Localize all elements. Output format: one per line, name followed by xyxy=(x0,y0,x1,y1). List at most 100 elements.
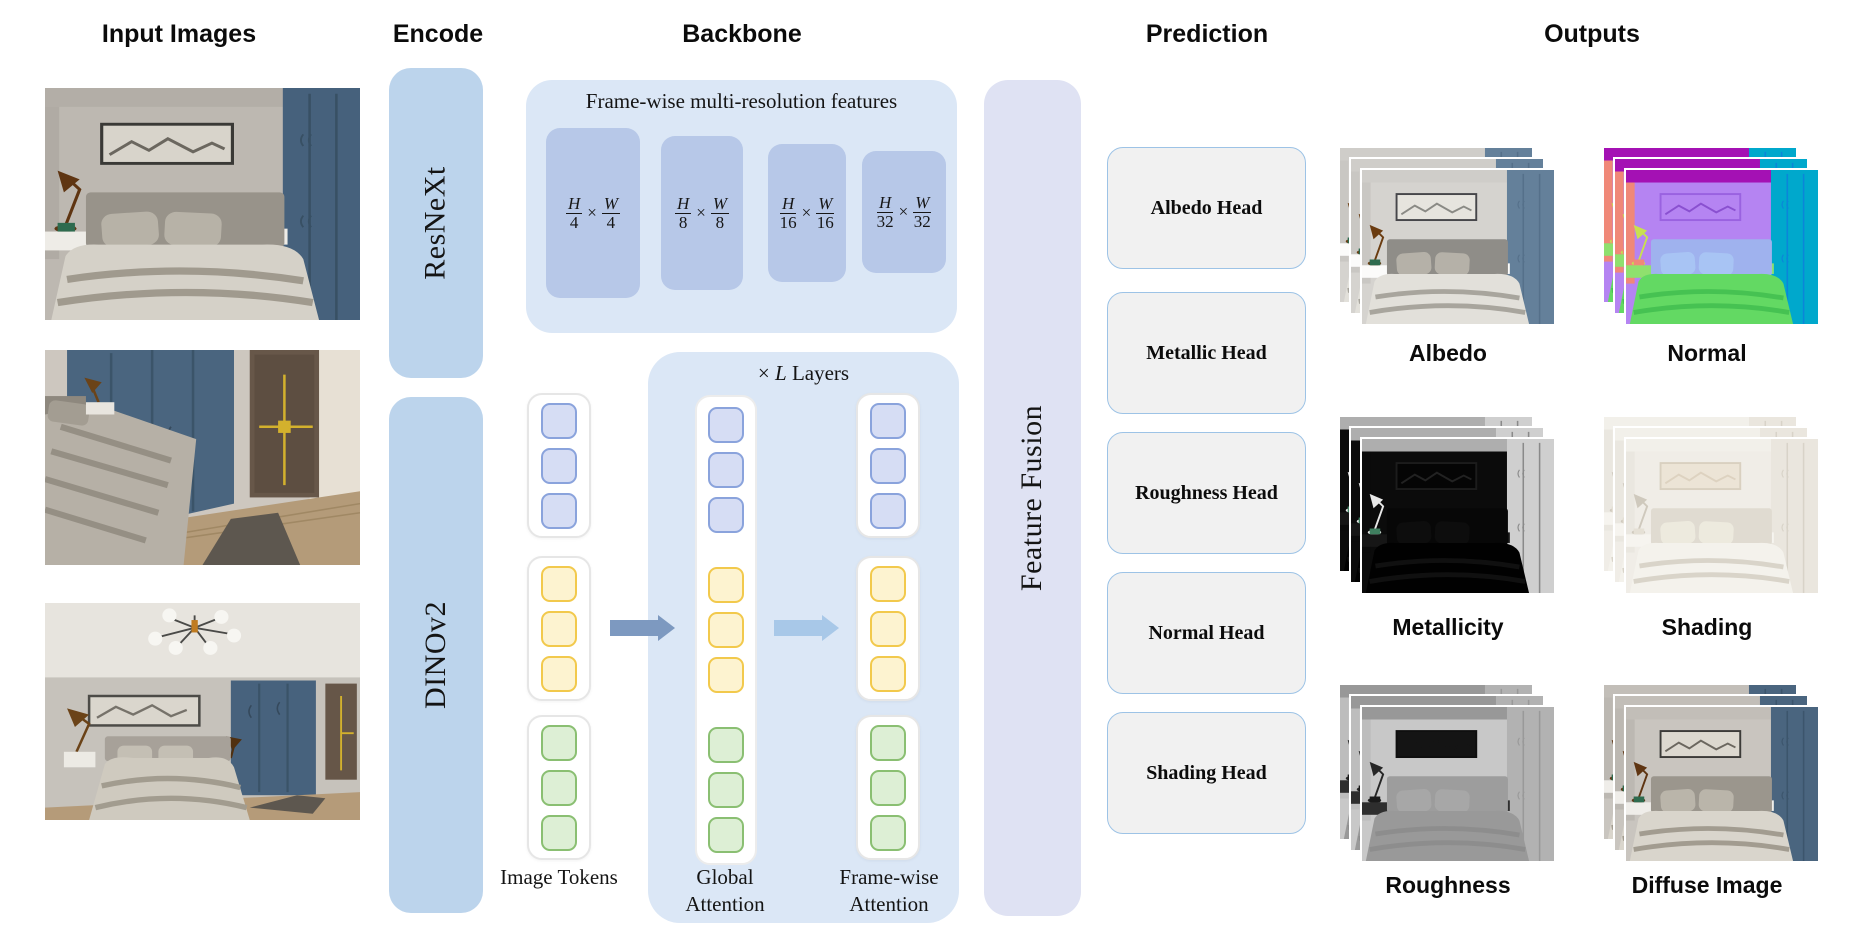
resnext-label: ResNeXt xyxy=(419,166,453,280)
token-yellow xyxy=(870,610,906,647)
token-yellow xyxy=(541,610,577,647)
stack-layer xyxy=(1624,705,1820,863)
input-image-1 xyxy=(45,88,360,320)
output-stack-roughness xyxy=(1338,683,1558,865)
image-tokens-label: Image Tokens xyxy=(500,865,618,889)
res3-times: × xyxy=(801,203,812,222)
resnext-block: ResNeXt xyxy=(389,68,483,378)
image-tokens-group-blue xyxy=(527,393,591,538)
token-green xyxy=(870,769,906,806)
shading-label: Shading xyxy=(1661,614,1753,640)
res2-hdiv: 8 xyxy=(678,212,688,232)
normal-label: Normal xyxy=(1667,340,1747,366)
stack-layer xyxy=(1624,437,1820,595)
albedo-head-box: Albedo Head xyxy=(1107,147,1306,269)
res4-wdiv: 32 xyxy=(913,211,931,231)
framewise-group-green xyxy=(856,715,920,860)
token-yellow xyxy=(708,567,744,603)
token-blue xyxy=(708,407,744,443)
res2-h: H xyxy=(674,193,692,214)
token-green xyxy=(708,772,744,808)
token-blue xyxy=(541,492,577,529)
framewise-group-yellow xyxy=(856,556,920,701)
token-blue xyxy=(541,447,577,484)
res1-h: H xyxy=(565,193,583,214)
res4-h: H xyxy=(876,192,894,213)
token-green xyxy=(870,724,906,761)
token-green xyxy=(708,817,744,853)
image-tokens-group-green xyxy=(527,715,591,860)
output-stack-metallicity xyxy=(1338,415,1558,597)
token-blue xyxy=(708,452,744,488)
metallic-head-box: Metallic Head xyxy=(1107,292,1306,414)
res1-wdiv: 4 xyxy=(606,212,616,232)
backbone-title: Backbone xyxy=(682,20,802,48)
res4-w: W xyxy=(913,192,932,213)
albedo-label: Albedo xyxy=(1409,340,1487,366)
stack-layer xyxy=(1360,168,1556,326)
output-stack-albedo xyxy=(1338,146,1558,328)
output-stack-normal xyxy=(1602,146,1822,328)
res3-hdiv: 16 xyxy=(779,212,797,232)
token-green xyxy=(708,727,744,763)
feature-fusion-bar: Feature Fusion xyxy=(984,80,1081,916)
roughness-label: Roughness xyxy=(1385,872,1511,898)
layers-variable: L xyxy=(775,361,787,385)
token-blue xyxy=(870,492,906,529)
token-yellow xyxy=(870,565,906,602)
token-yellow xyxy=(708,612,744,648)
input-image-3 xyxy=(45,603,360,820)
prediction-title: Prediction xyxy=(1145,20,1269,48)
res2-w: W xyxy=(710,193,730,214)
metallicity-label: Metallicity xyxy=(1392,614,1504,640)
stack-layer xyxy=(1360,437,1556,595)
res2-times: × xyxy=(696,203,706,222)
outputs-title: Outputs xyxy=(1544,20,1640,48)
global-attention-label: Global Attention xyxy=(685,865,765,917)
token-green xyxy=(870,814,906,851)
token-blue xyxy=(541,402,577,439)
token-green xyxy=(541,724,577,761)
token-green xyxy=(541,769,577,806)
encode-title: Encode xyxy=(392,20,484,48)
normal-head-box: Normal Head xyxy=(1107,572,1306,694)
res2-wdiv: 8 xyxy=(715,212,725,232)
stack-layer xyxy=(1624,168,1820,326)
dinov2-block: DINOv2 xyxy=(389,397,483,913)
dinov2-label: DINOv2 xyxy=(419,601,452,709)
multires-features-title: Frame-wise multi-resolution features xyxy=(585,89,898,113)
input-images-title: Input Images xyxy=(101,20,257,48)
output-stack-diffuse xyxy=(1602,683,1822,865)
framewise-attention-label: Frame-wise Attention xyxy=(839,865,939,917)
token-blue xyxy=(870,402,906,439)
res4-times: × xyxy=(898,202,909,221)
framewise-group-blue xyxy=(856,393,920,538)
global-attention-column xyxy=(695,395,757,865)
res1-hdiv: 4 xyxy=(569,212,579,232)
res3-w: W xyxy=(816,193,835,214)
res3-wdiv: 16 xyxy=(816,212,834,232)
roughness-head-box: Roughness Head xyxy=(1107,432,1306,554)
token-blue xyxy=(870,447,906,484)
layers-times: × xyxy=(757,361,770,385)
input-image-2 xyxy=(45,350,360,565)
token-blue xyxy=(708,497,744,533)
token-yellow xyxy=(541,565,577,602)
stack-layer xyxy=(1360,705,1556,863)
layers-suffix: Layers xyxy=(791,361,850,385)
res4-hdiv: 32 xyxy=(876,211,894,231)
layers-panel-title: × L Layers xyxy=(648,361,959,386)
output-stack-shading xyxy=(1602,415,1822,597)
feature-fusion-label: Feature Fusion xyxy=(1015,404,1049,592)
diffuse-image-label: Diffuse Image xyxy=(1631,872,1783,898)
image-tokens-group-yellow xyxy=(527,556,591,701)
shading-head-box: Shading Head xyxy=(1107,712,1306,834)
token-yellow xyxy=(870,655,906,692)
token-green xyxy=(541,814,577,851)
token-yellow xyxy=(541,655,577,692)
